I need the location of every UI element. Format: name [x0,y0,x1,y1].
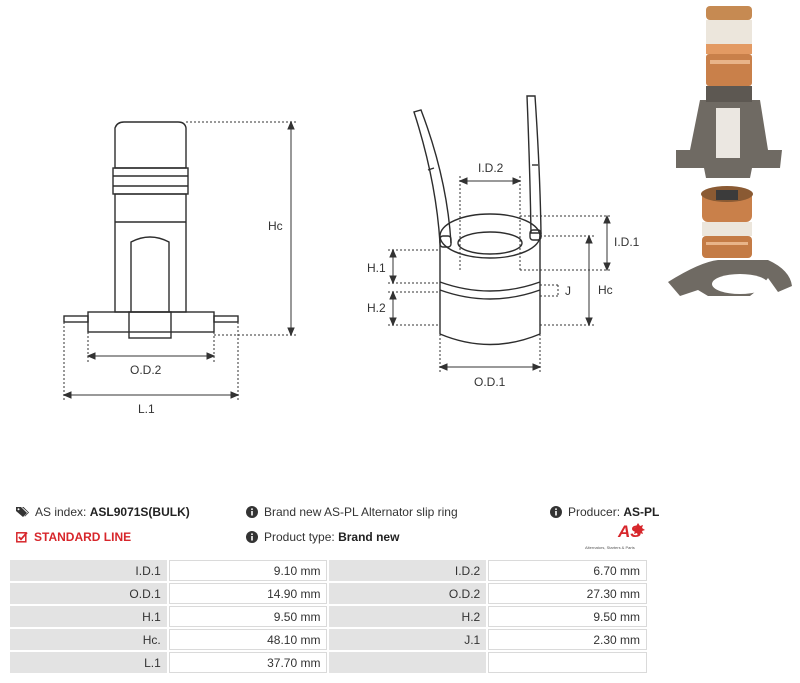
producer-row: Producer: AS-PL [550,504,659,520]
spec-value: 27.30 mm [488,583,647,604]
tags-icon [16,507,29,517]
spec-value: 48.10 mm [168,629,328,650]
spec-value-empty [488,652,647,673]
spec-label: L.1 [10,652,167,673]
dim-label-id1: I.D.1 [614,235,640,249]
dim-label-h1: H.1 [367,261,386,275]
spec-value: 6.70 mm [488,560,647,581]
as-index-value: ASL9071S(BULK) [89,505,190,519]
product-photo-top [676,6,782,178]
slip-ring-dimensions [388,176,612,372]
side-view-drawing [63,121,239,339]
dim-label-od2: O.D.2 [130,363,162,377]
product-type-label: Product type: [264,530,335,544]
dim-label-l1: L.1 [138,402,155,416]
info-icon [550,506,562,518]
technical-drawings: Hc O.D.2 L.1 [62,6,792,416]
dim-label-hc-left: Hc [268,219,283,233]
table-row: O.D.1 14.90 mm O.D.2 27.30 mm [10,583,647,604]
spec-value: 14.90 mm [168,583,328,604]
producer-value: AS-PL [623,505,660,519]
table-row: Hc. 48.10 mm J.1 2.30 mm [10,629,647,650]
slip-ring-drawing [413,95,542,346]
as-pl-logo: AS Alternators, Starters & Parts [585,522,645,550]
table-row: L.1 37.70 mm [10,652,647,673]
spec-label-empty [329,652,487,673]
spec-label: I.D.2 [329,560,487,581]
spec-label: O.D.2 [329,583,487,604]
spec-value: 9.50 mm [168,606,328,627]
standard-line-row: STANDARD LINE [16,529,131,545]
side-view-dimensions [62,120,296,400]
spec-label: Hc. [10,629,167,650]
spec-label: H.2 [329,606,487,627]
spec-label: H.1 [10,606,167,627]
as-index-label: AS index: [35,505,87,519]
producer-label: Producer: [568,505,621,519]
dim-label-od1: O.D.1 [474,375,506,389]
table-row: H.1 9.50 mm H.2 9.50 mm [10,606,647,627]
spec-value: 37.70 mm [168,652,328,673]
dim-label-hc-right: Hc [598,283,613,297]
spec-label: I.D.1 [10,560,167,581]
dim-label-id2: I.D.2 [478,161,504,175]
spec-label: O.D.1 [10,583,167,604]
description-row: Brand new AS-PL Alternator slip ring [246,504,458,520]
product-photo-bottom [668,186,792,296]
spec-label: J.1 [329,629,487,650]
specs-table: I.D.1 9.10 mm I.D.2 6.70 mm O.D.1 14.90 … [8,558,649,675]
info-icon [246,506,258,518]
as-index-row: AS index: ASL9071S(BULK) [16,504,190,520]
product-type-row: Product type: Brand new [246,529,399,545]
dim-label-j: J [565,284,571,298]
spec-value: 9.50 mm [488,606,647,627]
checkbox-icon [16,531,28,543]
spec-value: 9.10 mm [168,560,328,581]
table-row: I.D.1 9.10 mm I.D.2 6.70 mm [10,560,647,581]
product-description: Brand new AS-PL Alternator slip ring [264,505,458,519]
svg-text:Alternators, Starters & Parts: Alternators, Starters & Parts [585,545,635,550]
spec-value: 2.30 mm [488,629,647,650]
product-type-value: Brand new [338,530,400,544]
dim-label-h2: H.2 [367,301,386,315]
standard-line-label: STANDARD LINE [34,530,132,544]
info-icon [246,531,258,543]
